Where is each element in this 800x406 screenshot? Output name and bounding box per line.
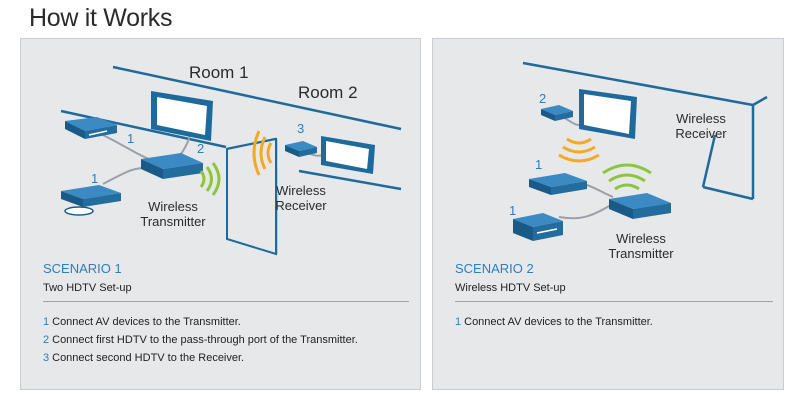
room-walls [522, 61, 768, 201]
marker-receiver: 3 [297, 121, 305, 136]
room-2-label: Room 2 [298, 83, 358, 102]
scenario-2-subtitle: Wireless HDTV Set-up [455, 282, 566, 294]
av-device-2-icon [513, 213, 563, 241]
step-number: 2 [43, 334, 50, 346]
transmitter-signal-waves [602, 163, 652, 191]
marker-hdtv-1: 2 [197, 141, 205, 156]
marker-av-device-2: 1 [91, 171, 99, 186]
marker-receiver: 2 [539, 91, 547, 106]
scenario-2-panel: 2 1 1 Wireless Receiver Wireless Transmi… [432, 38, 784, 390]
marker-av-device-1: 1 [535, 157, 543, 172]
scenario-1-divider [43, 301, 409, 302]
transmitter-label-line-1: Wireless [148, 199, 198, 214]
receiver-label-line-2: Receiver [675, 126, 727, 141]
transmitter-label: Wireless Transmitter [601, 231, 681, 261]
hdtv-2-icon [321, 136, 375, 174]
receiver-label: Wireless Receiver [661, 111, 741, 141]
receiver-signal-waves [558, 137, 600, 163]
transmitter-label-line-1: Wireless [616, 231, 666, 246]
scenario-1-panel: Room 1 Room 2 1 1 2 3 Wireless Transmitt… [20, 38, 421, 390]
marker-av-device-2: 1 [509, 203, 517, 218]
marker-av-device-1: 1 [127, 131, 135, 146]
transmitter-label-line-2: Transmitter [140, 214, 206, 229]
step-text: Connect second HDTV to the Receiver. [52, 352, 245, 364]
step-number: 3 [43, 352, 50, 364]
av-device-2-icon [61, 185, 121, 216]
scenario-2-divider [455, 301, 773, 302]
wireless-transmitter-icon [609, 193, 671, 219]
page-title: How it Works [29, 4, 173, 32]
receiver-label-line-1: Wireless [276, 183, 326, 198]
receiver-signal-waves [252, 130, 273, 176]
room-1-label: Room 1 [189, 63, 249, 82]
receiver-label: Wireless Receiver [261, 183, 341, 213]
scenario-2-diagram [513, 61, 768, 241]
transmitter-signal-waves [199, 162, 221, 196]
step-number: 1 [455, 316, 462, 328]
scenario-1-diagram [60, 65, 402, 256]
scenario-2-title: SCENARIO 2 [455, 261, 534, 276]
wireless-transmitter-icon [141, 153, 203, 179]
receiver-label-line-2: Receiver [275, 198, 327, 213]
av-device-1-icon [65, 117, 117, 139]
transmitter-label: Wireless Transmitter [133, 199, 213, 229]
wireless-receiver-icon [285, 141, 317, 157]
av-device-1-icon [529, 173, 587, 195]
scenario-1-title: SCENARIO 1 [43, 261, 122, 276]
step-text: Connect first HDTV to the pass-through p… [52, 334, 358, 346]
hdtv-icon [579, 89, 637, 139]
step-text: Connect AV devices to the Transmitter. [52, 316, 241, 328]
transmitter-label-line-2: Transmitter [608, 246, 674, 261]
receiver-label-line-1: Wireless [676, 111, 726, 126]
hdtv-1-icon [151, 91, 213, 141]
step-text: Connect AV devices to the Transmitter. [464, 316, 653, 328]
step-number: 1 [43, 316, 50, 328]
scenario-1-subtitle: Two HDTV Set-up [43, 282, 132, 294]
wireless-receiver-icon [541, 105, 573, 121]
